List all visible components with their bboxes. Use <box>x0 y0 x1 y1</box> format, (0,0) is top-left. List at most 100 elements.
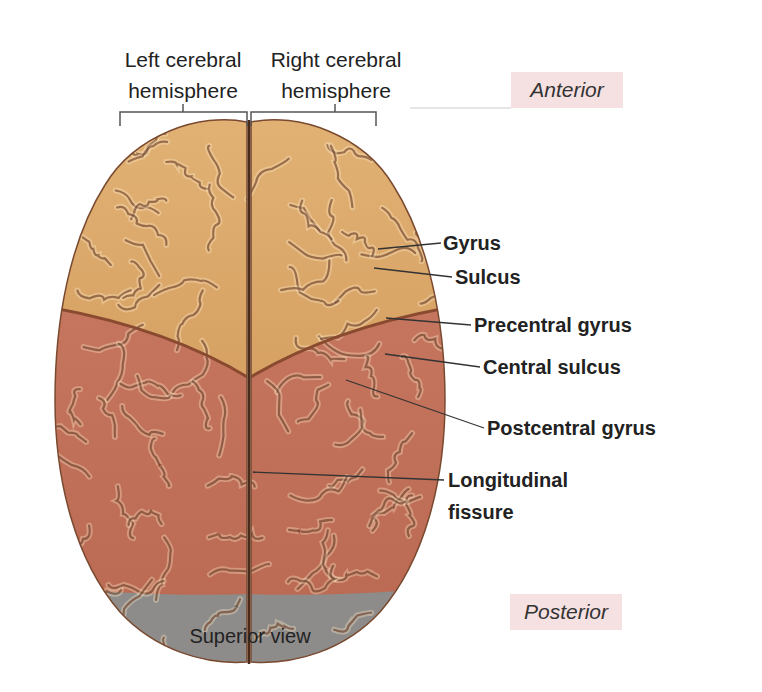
gyrus-highlight <box>337 571 377 580</box>
gyrus-highlight <box>402 356 421 397</box>
gyrus-highlight <box>121 580 152 629</box>
gyrus-highlight <box>45 416 86 442</box>
sulcus-line <box>129 510 162 525</box>
sulcus-line <box>335 410 361 446</box>
sulcus-line <box>108 581 163 594</box>
sulcus-line <box>347 401 383 437</box>
sulcus-line <box>72 139 135 157</box>
gyrus-highlight <box>210 564 269 574</box>
direction-tag: Anterior <box>511 72 623 108</box>
sulcus-line <box>331 146 353 208</box>
direction-text: Anterior <box>530 78 604 102</box>
gyrus-highlight <box>208 185 220 251</box>
longitudinal-fissure-line <box>248 120 251 664</box>
gyrus-highlight <box>96 590 121 618</box>
sulcus-line <box>38 572 77 581</box>
anterior-rule <box>410 108 511 109</box>
sulcus-line <box>334 613 371 632</box>
gyrus-highlight <box>166 162 207 189</box>
sulcus-line <box>42 526 89 546</box>
sulcus-line <box>296 338 345 359</box>
gyrus-highlight <box>247 159 289 200</box>
sulcus-line <box>281 260 329 290</box>
sulcus-line <box>48 204 81 249</box>
sulcus-line <box>96 590 121 618</box>
sulcus-line <box>166 162 207 189</box>
sulcus-line <box>177 290 203 350</box>
sulcus-line <box>122 406 163 435</box>
gyrus-highlight <box>117 486 133 538</box>
gyrus-highlight <box>289 242 341 259</box>
gyrus-highlight <box>347 401 383 437</box>
gyrus-highlight <box>388 433 412 482</box>
gyrus-highlight <box>290 477 346 501</box>
leader-line <box>253 472 444 480</box>
sulcus-line <box>402 356 421 397</box>
hemisphere-label: Left cerebral hemisphere <box>105 44 261 106</box>
sulcus-line <box>209 534 263 539</box>
right-bracket <box>251 104 376 126</box>
sulcus-line <box>35 450 90 476</box>
left-hemisphere-outline <box>55 120 247 663</box>
structure-label: Longitudinal fissure <box>448 464 598 528</box>
parietal-lobe <box>0 0 500 692</box>
leader-line <box>374 268 452 277</box>
sulcus-line <box>69 389 80 424</box>
leader-line <box>385 354 480 367</box>
gyrus-highlight <box>219 397 225 455</box>
direction-tag: Posterior <box>510 594 622 630</box>
sulcus-line <box>369 498 404 526</box>
gyrus-highlight <box>413 621 434 680</box>
gyrus-highlight <box>151 439 170 486</box>
sulcus-line <box>423 160 431 202</box>
structure-label: Precentral gyrus <box>474 312 704 338</box>
sulcus-line <box>99 398 115 437</box>
sulcus-line <box>121 580 152 629</box>
gyrus-highlight <box>421 584 477 593</box>
gyrus-highlight <box>298 385 328 422</box>
view-caption: Superior view <box>175 623 325 649</box>
gyrus-highlight <box>421 287 472 304</box>
sulcus-line <box>193 382 210 429</box>
sulcus-line <box>117 207 166 245</box>
gyrus-highlight <box>296 338 345 359</box>
sulcus-line <box>154 279 217 295</box>
sulcus-line <box>300 201 332 240</box>
sulcus-line <box>413 621 434 680</box>
sulcus-line <box>267 381 288 431</box>
sulcus-line <box>208 185 220 251</box>
sulcus-line <box>247 159 289 200</box>
gyrus-highlight <box>123 261 144 298</box>
sulcus-line <box>289 242 341 259</box>
gyrus-highlight <box>42 526 89 546</box>
sulcus-line <box>151 439 170 486</box>
gyrus-highlight <box>377 633 395 686</box>
gyrus-highlight <box>154 279 217 295</box>
sulcus-line <box>342 232 374 256</box>
gyrus-highlight <box>48 204 81 249</box>
sulcus-line <box>288 566 335 592</box>
gyrus-highlight <box>69 389 80 424</box>
gyrus-highlight <box>281 260 329 290</box>
gyrus-highlight <box>321 310 377 339</box>
sulcus-line <box>421 287 472 304</box>
sulcus-line <box>290 477 346 501</box>
sulcus-line <box>156 538 171 600</box>
gyrus-highlight <box>423 160 431 202</box>
sulcus-line <box>210 564 269 574</box>
gyrus-highlight <box>99 398 115 437</box>
gyrus-highlight <box>83 237 111 265</box>
gyrus-highlight <box>334 613 371 632</box>
gyrus-highlight <box>129 510 162 525</box>
gyrus-highlight <box>331 146 353 208</box>
sulcus-line <box>337 571 377 580</box>
gyrus-highlight <box>107 344 124 400</box>
sulcus-line <box>117 486 133 538</box>
structure-label: Central sulcus <box>483 354 713 380</box>
gyrus-highlight <box>267 381 288 431</box>
gyrus-highlight <box>335 410 361 446</box>
gyrus-highlight <box>35 450 90 476</box>
sulcus-line <box>107 344 124 400</box>
gyrus-highlight <box>177 290 203 350</box>
sulcus-line <box>277 375 320 392</box>
